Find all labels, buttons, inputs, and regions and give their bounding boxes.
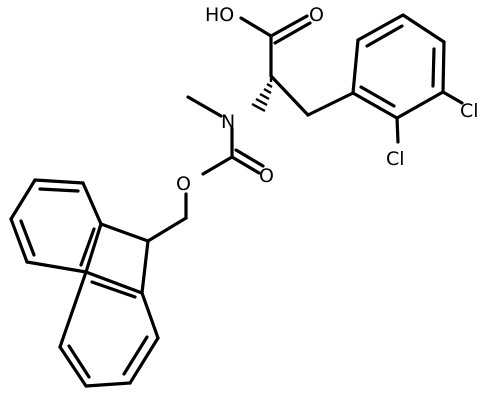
ester-oxygen-label: O	[176, 173, 191, 195]
benzyl-linker	[269, 74, 355, 117]
carbonyl-oxygen-label: O	[309, 4, 324, 26]
bond-carbonyl-ester-o	[201, 155, 234, 176]
bond-ch2-aryl	[306, 91, 355, 117]
stereo-hashed-wedge	[251, 78, 273, 113]
bond-carbamate-double-outer	[230, 155, 261, 175]
bond-ring-cl-ortho	[395, 116, 400, 144]
chlorine-meta-label: Cl	[460, 100, 479, 122]
chlorine-ortho-label: Cl	[386, 148, 405, 170]
hydroxyl-label: HO	[205, 4, 234, 26]
bond-ch2-c9	[146, 216, 188, 243]
nitrogen-label: N	[221, 111, 235, 133]
carbamate-oxygen-label: O	[259, 165, 274, 187]
bond-carbonyl-double-inner	[273, 21, 312, 45]
bond-hydroxyl-carbonyl-carbon	[239, 16, 273, 38]
bond-carbonyl-double-outer	[269, 14, 309, 38]
carbamate-group	[146, 95, 265, 243]
fluorenyl-group	[9, 178, 160, 388]
carboxyl-group	[239, 14, 312, 78]
bond-carbamate-double-inner	[234, 148, 265, 168]
bond-methyl-n	[186, 95, 223, 118]
bond-ring-cl-meta	[441, 90, 464, 105]
bond-alpha-ch2	[269, 74, 310, 117]
dichlorophenyl-ring	[351, 13, 464, 144]
